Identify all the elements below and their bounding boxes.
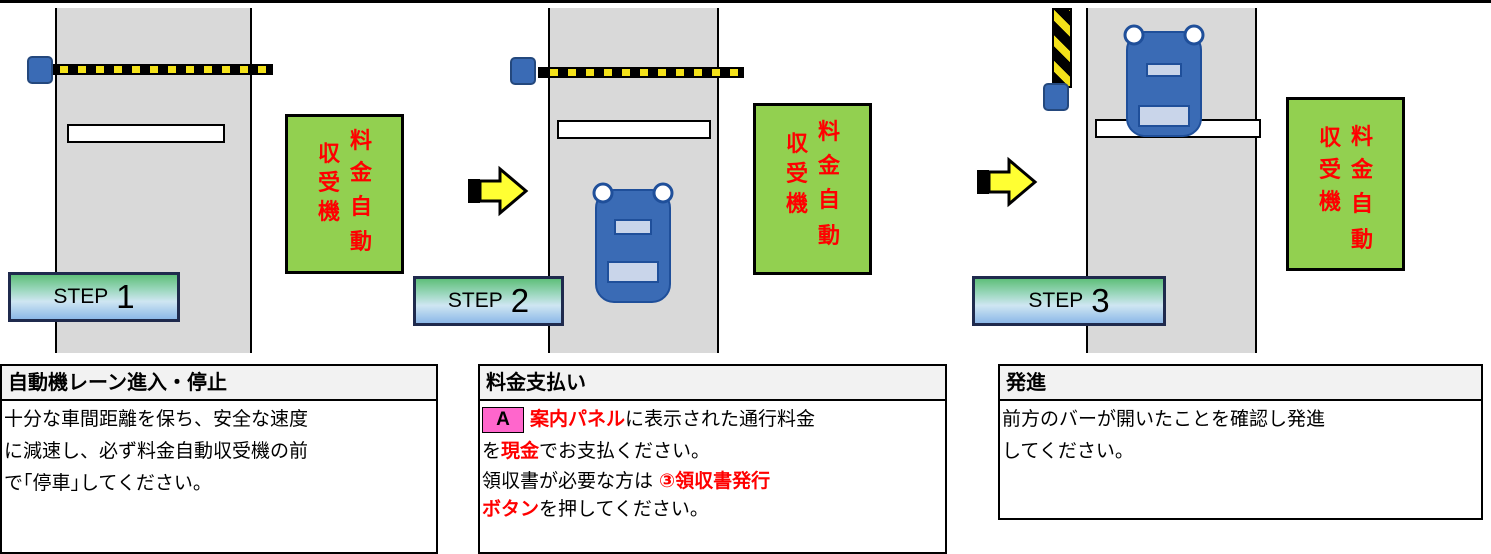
booth-char: 動	[818, 224, 841, 249]
booth-char: 料	[350, 129, 373, 154]
gate-bar-step2	[538, 67, 744, 78]
top-border-line	[0, 0, 1491, 3]
booth-char: 収	[786, 132, 809, 157]
step-number: 3	[1091, 282, 1110, 319]
gate-bar-raised-step3	[1052, 8, 1072, 88]
booth-char: 受	[786, 162, 809, 187]
booth-char: 自	[818, 188, 841, 213]
panel-line: 領収書が必要な方は ③領収書発行	[482, 467, 945, 495]
toll-machine-step2: 収 受 機 料 金 自 動	[753, 103, 872, 275]
stop-line-step1	[67, 124, 225, 143]
highlight-text: ボタン	[482, 498, 540, 520]
highlight-text: 現金	[501, 440, 540, 462]
panel-line: を現金でお支払ください。	[482, 435, 945, 467]
booth-char: 自	[350, 195, 373, 220]
step-label-2: STEP 2	[413, 276, 564, 326]
car-icon	[592, 182, 674, 303]
booth-char: 収	[1319, 126, 1342, 151]
panel-line: 前方のバーが開いたことを確認し発進	[1002, 408, 1326, 430]
panel-text: 領収書が必要な方は	[482, 470, 660, 492]
panel-body: 十分な車間距離を保ち、安全な速度 に減速し、必ず料金自動収受機の前 で｢停車｣し…	[2, 401, 436, 499]
gate-post-step1	[27, 56, 53, 84]
panel-text: でお支払ください。	[539, 440, 711, 462]
toll-machine-step1: 収 受 機 料 金 自 動	[285, 114, 404, 274]
panel-step2: 料金支払い A 案内パネルに表示された通行料金 を現金でお支払ください。 領収書が…	[478, 364, 947, 554]
panel-line: に減速し、必ず料金自動収受機の前	[4, 440, 309, 462]
panel-text: に表示された通行料金	[625, 408, 816, 430]
highlight-text: ③領収書発行	[659, 470, 771, 492]
step-number: 1	[116, 278, 135, 315]
booth-char: 収	[318, 142, 341, 167]
booth-char: 動	[350, 230, 373, 255]
booth-char: 動	[1351, 228, 1374, 253]
panel-step1: 自動機レーン進入・停止 十分な車間距離を保ち、安全な速度 に減速し、必ず料金自動…	[0, 364, 438, 554]
booth-char: 機	[1319, 190, 1342, 215]
gate-post-step2	[510, 57, 536, 85]
panel-line: ボタンを押してください。	[482, 495, 945, 523]
booth-char: 機	[318, 200, 341, 225]
panel-text: を押してください。	[539, 498, 709, 520]
booth-char: 機	[786, 192, 809, 217]
panel-body: A 案内パネルに表示された通行料金 を現金でお支払ください。 領収書が必要な方は …	[480, 401, 945, 523]
booth-char: 金	[818, 154, 841, 179]
panel-badge: A	[482, 407, 524, 433]
panel-body: 前方のバーが開いたことを確認し発進 してください。	[1000, 401, 1481, 467]
panel-line: で｢停車｣してください。	[4, 472, 212, 494]
panel-line: してください。	[1002, 440, 1134, 462]
panel-title: 料金支払い	[480, 366, 945, 401]
step-word: STEP	[53, 285, 109, 308]
booth-char: 料	[818, 120, 841, 145]
booth-char: 自	[1351, 192, 1374, 217]
arrow-right-icon	[977, 156, 1038, 208]
panel-line: 十分な車間距離を保ち、安全な速度	[4, 408, 309, 430]
step-word: STEP	[1028, 289, 1084, 312]
panel-line: A 案内パネルに表示された通行料金	[482, 403, 945, 435]
booth-char: 金	[1351, 158, 1374, 183]
panel-title: 自動機レーン進入・停止	[2, 366, 436, 401]
booth-char: 料	[1351, 125, 1374, 150]
car-icon	[1123, 24, 1205, 137]
step-word: STEP	[447, 289, 503, 312]
stop-line-step2	[557, 120, 711, 139]
step-number: 2	[510, 282, 530, 319]
booth-char: 受	[318, 171, 341, 196]
step-label-3: STEP 3	[972, 276, 1166, 326]
gate-bar-step1	[48, 64, 273, 75]
step-label-1: STEP 1	[8, 272, 180, 322]
highlight-text: 案内パネル	[530, 408, 626, 430]
panel-step3: 発進 前方のバーが開いたことを確認し発進 してください。	[998, 364, 1483, 520]
gate-post-step3	[1043, 83, 1069, 111]
arrow-right-icon	[468, 165, 529, 217]
booth-char: 金	[350, 161, 373, 186]
panel-text: を	[482, 440, 502, 462]
panel-title: 発進	[1000, 366, 1481, 401]
booth-char: 受	[1319, 158, 1342, 183]
toll-machine-step3: 収 受 機 料 金 自 動	[1286, 97, 1405, 271]
